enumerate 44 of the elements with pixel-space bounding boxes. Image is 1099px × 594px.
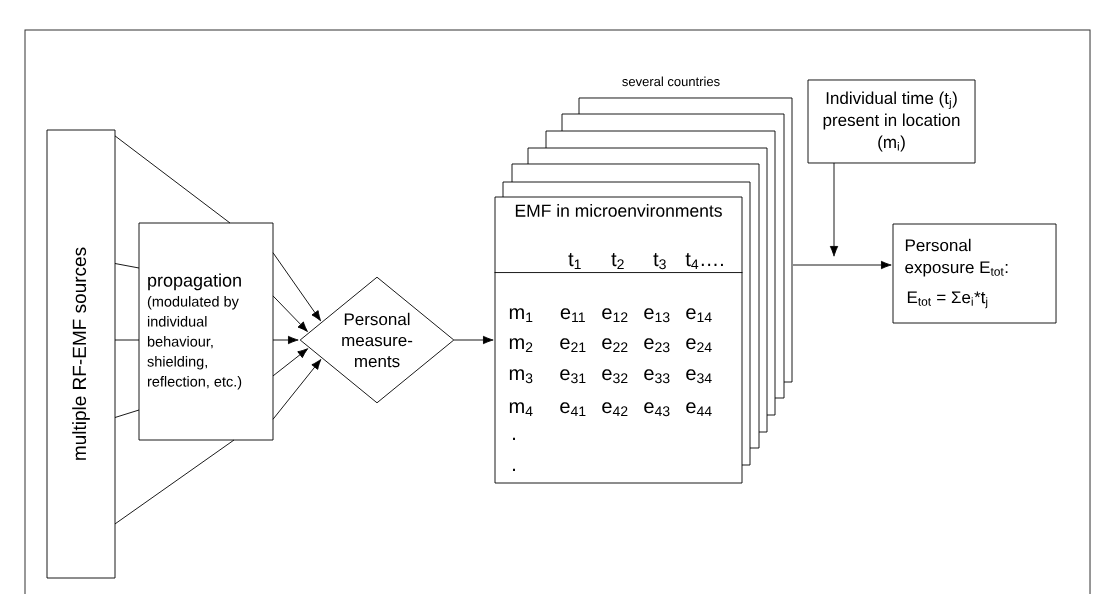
table-entry: e$_{14}$ <box>686 308 712 323</box>
table-entry: e$_{23}$ <box>644 338 670 353</box>
arrow <box>272 348 309 377</box>
connector-line <box>114 439 235 525</box>
table-entry: e$_{32}$ <box>602 369 628 384</box>
table-entry: e$_{34}$ <box>686 369 712 384</box>
table-entry: e$_{11}$ <box>560 308 585 323</box>
connector-line <box>114 339 140 341</box>
table-entry: e$_{33}$ <box>644 369 670 384</box>
connector-line <box>114 263 140 269</box>
arrow <box>272 335 299 345</box>
table-entry: e$_{22}$ <box>602 338 628 353</box>
arrow <box>272 295 308 332</box>
arrow <box>272 359 322 420</box>
column-header: t$_{3}$ <box>653 253 666 270</box>
arrow <box>829 162 839 257</box>
arrow <box>792 260 892 270</box>
table-entry: e$_{42}$ <box>602 402 628 417</box>
table-entry: e$_{44}$ <box>686 402 712 417</box>
arrow <box>272 252 322 322</box>
column-header: t$_{2}$ <box>611 253 624 270</box>
ellipsis-dot: . <box>513 468 515 471</box>
arrow <box>453 335 494 345</box>
connector-line <box>114 135 231 224</box>
process-box: Individual time (t$_{j}$) present in location (m$_{i}$) <box>807 79 976 164</box>
table-entry: e$_{43}$ <box>644 402 670 417</box>
table-entry: e$_{12}$ <box>602 308 628 323</box>
column-header: t$_{1}$ <box>568 253 581 270</box>
caption-text: several countries <box>622 76 720 87</box>
source-box: multiple RF-EMF sources <box>46 129 116 579</box>
column-header: t$_{4}$…. <box>685 253 723 270</box>
table-entry: e$_{24}$ <box>686 338 712 353</box>
table-entry: e$_{21}$ <box>560 338 586 353</box>
connector-line <box>114 409 140 418</box>
process-box: propagation (modulated by individual behaviour, shielding, reflection, etc.) <box>138 222 274 441</box>
row-header: m$_{3}$ <box>509 369 533 384</box>
row-header: m$_{2}$ <box>509 338 533 353</box>
result-box: Personal exposure E$_{tot}$: E$_{tot}$ = Σe$_{i}$*t$_{j}$ <box>892 223 1057 324</box>
table-entry: e$_{41}$ <box>560 402 586 417</box>
ellipsis-dot: . <box>513 437 515 440</box>
row-header: m$_{1}$ <box>509 308 533 323</box>
table-entry: e$_{13}$ <box>644 308 670 323</box>
table-entry: e$_{31}$ <box>560 369 586 384</box>
row-header: m$_{4}$ <box>509 402 533 417</box>
